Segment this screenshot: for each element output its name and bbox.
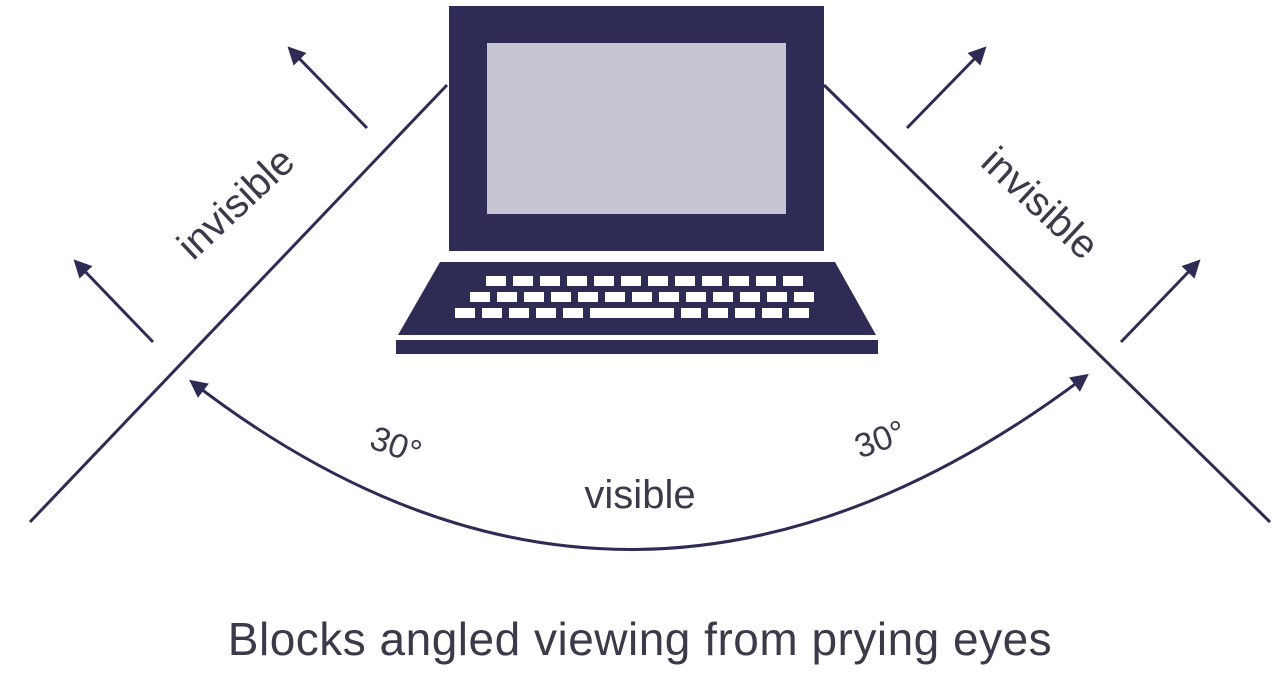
keyboard-key <box>735 308 755 318</box>
keyboard-key <box>470 292 490 302</box>
keyboard-key <box>740 292 760 302</box>
keyboard-key <box>536 308 556 318</box>
keyboard-key <box>509 308 529 318</box>
caption: Blocks angled viewing from prying eyes <box>227 613 1053 665</box>
keyboard-key <box>632 292 652 302</box>
keyboard-key <box>708 308 728 318</box>
keyboard-key <box>513 276 533 286</box>
visible-angle-arc <box>189 373 1089 551</box>
laptop-screen <box>487 43 786 214</box>
keyboard-key <box>621 276 641 286</box>
arrow-right-upper <box>905 46 987 130</box>
keyboard-key <box>659 292 679 302</box>
keyboard <box>455 276 814 318</box>
arrow-right-lower <box>1119 259 1201 344</box>
left-boundary-line <box>28 83 449 524</box>
laptop-icon <box>396 6 878 354</box>
keyboard-key <box>648 276 668 286</box>
arrow-left-lower <box>73 259 155 344</box>
keyboard-key <box>783 276 803 286</box>
keyboard-key <box>605 292 625 302</box>
keyboard-key <box>455 308 475 318</box>
invisible-left-label: invisible <box>169 139 303 268</box>
keyboard-key <box>675 276 695 286</box>
keyboard-key <box>497 292 517 302</box>
keyboard-key <box>789 308 809 318</box>
keyboard-key <box>563 308 583 318</box>
keyboard-key <box>524 292 544 302</box>
keyboard-key <box>551 292 571 302</box>
keyboard-key <box>729 276 749 286</box>
angle-left-label: 30° <box>365 419 426 472</box>
keyboard-key <box>767 292 787 302</box>
keyboard-key <box>702 276 722 286</box>
keyboard-key <box>540 276 560 286</box>
keyboard-key <box>762 308 782 318</box>
keyboard-key <box>681 308 701 318</box>
visible-label: visible <box>584 473 695 517</box>
angle-right-label: 30° <box>850 413 911 466</box>
keyboard-key <box>590 308 674 318</box>
keyboard-key <box>713 292 733 302</box>
keyboard-key <box>567 276 587 286</box>
laptop-front-edge <box>396 340 878 354</box>
keyboard-key <box>482 308 502 318</box>
keyboard-key <box>486 276 506 286</box>
keyboard-key <box>756 276 776 286</box>
keyboard-key <box>794 292 814 302</box>
arrow-left-upper <box>287 46 369 130</box>
right-boundary-line <box>822 83 1272 524</box>
keyboard-key <box>594 276 614 286</box>
keyboard-key <box>578 292 598 302</box>
keyboard-key <box>686 292 706 302</box>
